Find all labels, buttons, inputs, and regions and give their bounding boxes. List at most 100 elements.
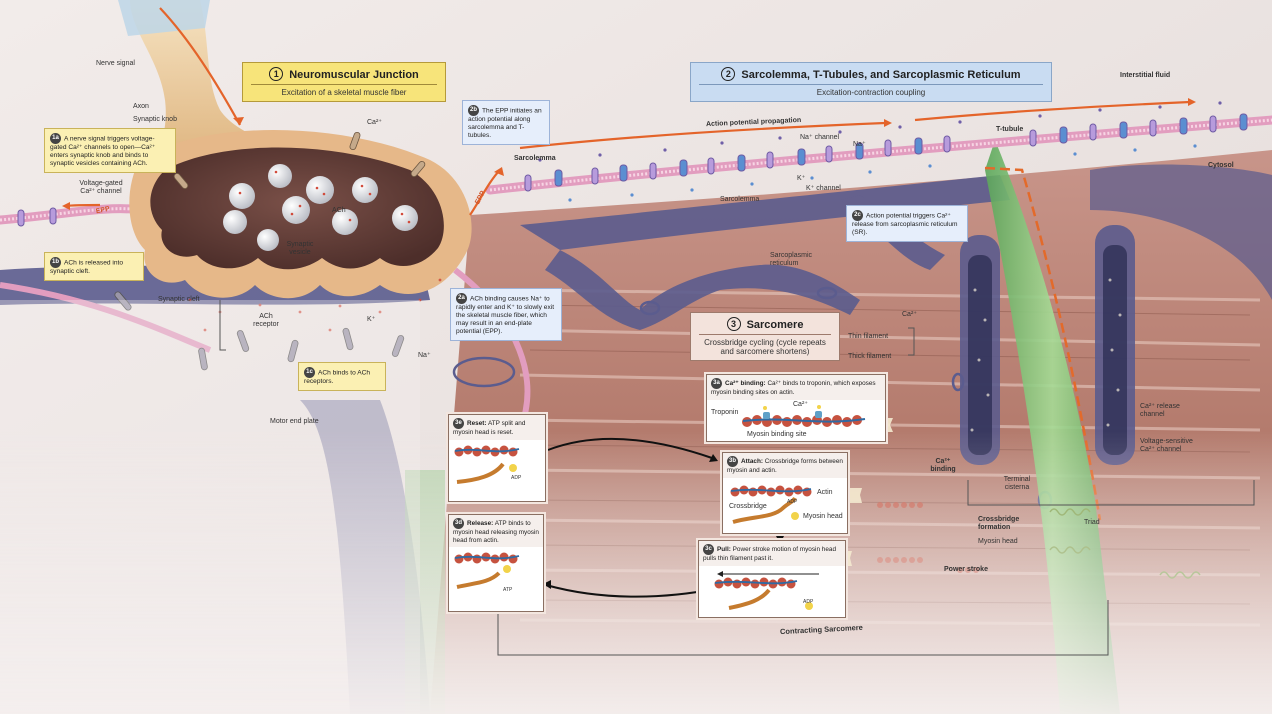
note-text: The EPP initiates an action potential al…	[468, 107, 542, 139]
label-na-ion: Na⁺	[418, 352, 431, 359]
label-ca-ion-2: Ca²⁺	[902, 311, 917, 318]
step-tag: 1b	[50, 257, 61, 268]
crossbridge-illustration	[730, 485, 812, 524]
stsr-title: 2 Sarcolemma, T-Tubules, and Sarcoplasmic…	[691, 63, 1051, 84]
label-ca-release-channel: Ca²⁺ release channel	[1140, 403, 1180, 419]
label-thick-filament: Thick filament	[848, 353, 892, 360]
label-sarcolemma: Sarcolemma	[514, 155, 556, 162]
label-k-ion: K⁺	[367, 316, 376, 323]
label-voltage-sensitive-ca-channel: Voltage-sensitive Ca²⁺ channel	[1140, 438, 1193, 454]
step-text: Ca²⁺ binds to troponin, which exposes my…	[711, 380, 876, 396]
label-adp-3b: ADP	[787, 499, 798, 505]
step-name: Pull:	[717, 546, 731, 554]
stsr-title-box: 2 Sarcolemma, T-Tubules, and Sarcoplasmic…	[690, 62, 1052, 102]
step-text: Crossbridge forms between myosin and act…	[727, 458, 843, 474]
label-axon: Axon	[133, 103, 149, 110]
label-nerve-signal: Nerve signal	[96, 60, 135, 67]
label-cytosol: Cytosol	[1208, 162, 1234, 169]
label-myosin-head: Myosin head	[978, 538, 1018, 545]
label-myosin-head-3b: Myosin head	[803, 513, 843, 520]
label-voltage-gated-ca-channel: Voltage-gated Ca²⁺ channel	[79, 180, 123, 196]
label-sarcoplasmic-reticulum: Sarcoplasmic reticulum	[770, 252, 813, 268]
label-interstitial-fluid: Interstitial fluid	[1120, 72, 1171, 79]
label-thin-filament: Thin filament	[848, 333, 889, 340]
release-illustration	[454, 552, 520, 590]
label-adp-3c: ADP	[803, 599, 814, 605]
note-text: ACh binds to ACh receptors.	[304, 369, 371, 385]
step-tag: 1c	[304, 367, 315, 378]
power-stroke-illustration	[714, 570, 819, 610]
step-name: Ca²⁺ binding:	[725, 380, 766, 388]
label-na-channel: Na⁺ channel	[800, 134, 840, 141]
label-triad: Triad	[1084, 519, 1100, 526]
note-text: ACh is released into synaptic cleft.	[50, 259, 124, 275]
step-text: Power stroke motion of myosin head pulls…	[703, 546, 837, 562]
label-synaptic-vesicle: Synaptic vesicle	[286, 241, 314, 257]
label-k-channel: K⁺ channel	[806, 185, 841, 192]
label-power-stroke: Power stroke	[944, 566, 988, 573]
step-text: ATP binds to myosin head releasing myosi…	[453, 520, 539, 544]
label-k-ion-2: K⁺	[797, 175, 806, 182]
section-number: 2	[721, 67, 736, 81]
stsr-title-text: Sarcolemma, T-Tubules, and Sarcoplasmic …	[741, 69, 1021, 81]
section-number: 3	[726, 317, 741, 331]
label-ca-binding: Ca²⁺ binding	[930, 458, 956, 474]
note-text: ACh binding causes Na⁺ to rapidly enter …	[456, 295, 555, 335]
step-tag: 3c	[703, 544, 714, 555]
label-t-tubule: T-tubule	[996, 126, 1024, 133]
nmj-title: 1 Neuromuscular Junction	[243, 63, 445, 84]
label-synaptic-knob: Synaptic knob	[133, 116, 177, 123]
nmj-title-box: 1 Neuromuscular Junction Excitation of a …	[242, 62, 446, 102]
nmj-title-text: Neuromuscular Junction	[289, 69, 419, 81]
sarcomere-title-text: Sarcomere	[746, 319, 804, 331]
label-actin: Actin	[817, 489, 833, 496]
label-ach: ACh	[332, 207, 346, 214]
label-atp-3d: ATP	[503, 587, 513, 593]
label-ach-receptor: ACh receptor	[253, 313, 279, 329]
step-tag: 2b	[468, 105, 479, 116]
step-tag: 3b	[727, 456, 738, 467]
step-tag: 2a	[456, 293, 467, 304]
label-synaptic-cleft: Synaptic cleft	[158, 296, 200, 303]
label-crossbridge-formation: Crossbridge formation	[978, 516, 1020, 532]
label-crossbridge: Crossbridge	[729, 503, 767, 510]
sarcomere-title-box: 3 Sarcomere Crossbridge cycling (cycle re…	[690, 312, 840, 361]
label-terminal-cisterna: Terminal cisterna	[1003, 476, 1031, 492]
step-tag: 1a	[50, 133, 61, 144]
section-number: 1	[269, 67, 284, 81]
step-name: Attach:	[741, 458, 764, 466]
step-text: ATP split and myosin head is reset.	[453, 420, 526, 436]
actin-troponin-illustration	[742, 404, 866, 427]
note-text: A nerve signal triggers voltage-gated Ca…	[50, 135, 156, 167]
nmj-subtitle: Excitation of a skeletal muscle fiber	[251, 84, 437, 101]
step-tag: 3d	[453, 518, 464, 529]
step-tag: 3e	[453, 418, 464, 429]
reset-illustration	[454, 445, 520, 484]
note-text: Action potential triggers Ca²⁺ release f…	[852, 212, 958, 236]
sarcomere-subtitle: Crossbridge cycling (cycle repeats and s…	[699, 334, 831, 360]
label-ca-ion: Ca²⁺	[367, 119, 382, 126]
stsr-subtitle: Excitation-contraction coupling	[699, 84, 1043, 101]
step-tag: 3a	[711, 378, 722, 389]
step-name: Reset:	[467, 420, 487, 428]
label-motor-end-plate: Motor end plate	[270, 418, 319, 425]
label-sarcolemma-bottom: Sarcolemma	[720, 196, 760, 203]
